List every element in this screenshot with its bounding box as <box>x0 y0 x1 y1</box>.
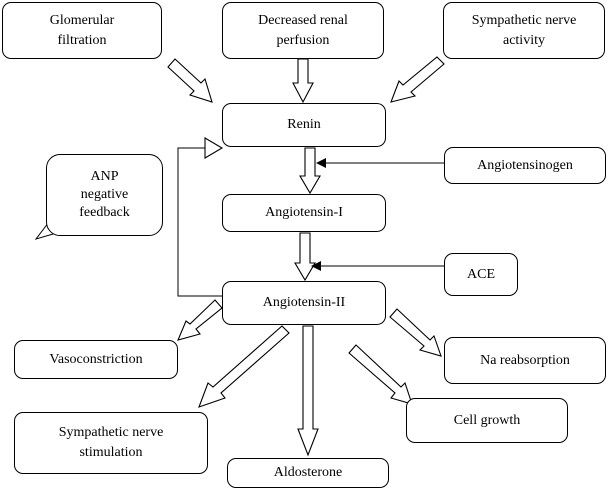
node-decreased-renal-perfusion: Decreased renal perfusion <box>222 2 384 59</box>
node-renin: Renin <box>222 103 386 147</box>
feedback-loop-line <box>177 147 222 297</box>
arrow-ang2-to-aldosterone <box>297 325 319 457</box>
arrow-glomerular-to-renin <box>167 58 213 103</box>
callout-anp-negative-feedback: ANP negative feedback <box>46 154 163 236</box>
arrow-ang2-to-vasoconstriction <box>177 299 223 341</box>
arrow-ang2-to-sympathetic-stimulation <box>198 325 290 408</box>
node-na-reabsorption: Na reabsorption <box>444 337 606 384</box>
node-sympathetic-nerve-activity: Sympathetic nerve activity <box>443 2 605 59</box>
arrow-perfusion-to-renin <box>292 58 314 104</box>
node-angiotensin-2: Angiotensin-II <box>222 281 386 325</box>
feedback-arrowhead <box>204 137 224 159</box>
arrow-ang2-to-na-reabsorption <box>389 308 442 357</box>
node-sympathetic-nerve-stimulation: Sympathetic nerve stimulation <box>14 412 208 474</box>
node-angiotensin-1: Angiotensin-I <box>222 194 386 232</box>
arrow-ang2-to-cell-growth <box>348 344 413 405</box>
arrow-ang1-to-ang2 <box>294 232 316 282</box>
node-aldosterone: Aldosterone <box>227 458 389 488</box>
node-glomerular-filtration: Glomerular filtration <box>2 2 162 59</box>
node-ace: ACE <box>444 253 518 296</box>
arrow-renin-to-ang1 <box>299 147 321 195</box>
node-vasoconstriction: Vasoconstriction <box>14 340 178 379</box>
node-angiotensinogen: Angiotensinogen <box>444 147 606 184</box>
node-cell-growth: Cell growth <box>406 398 568 443</box>
arrow-sympathetic-to-renin <box>390 56 445 103</box>
